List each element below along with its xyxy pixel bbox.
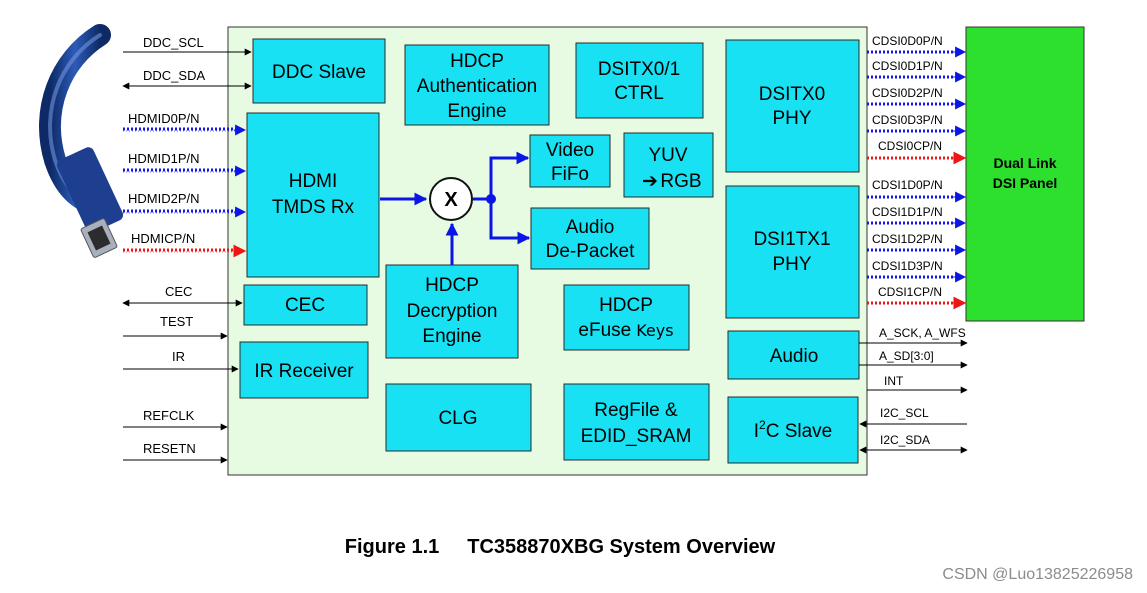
right-signals: A_SCK, A_WFS A_SD[3:0] INT I2C_SCL I2C_S… [859, 326, 968, 454]
cec-block: CEC [243, 284, 368, 326]
dsi0-lanes: CDSI0D0P/N CDSI0D1P/N CDSI0D2P/N CDSI0D3… [867, 34, 967, 165]
audio-depacket-line-2: De-Packet [546, 241, 635, 262]
regfile-block: RegFile & EDID_SRAM [563, 383, 710, 461]
hdmi-rx-line-2: TMDS Rx [272, 197, 355, 218]
hdcp-efuse-line-2: eFuse Keys [578, 320, 673, 341]
ddc-slave-block: DDC Slave [252, 38, 386, 104]
sig-cdsi1d0: CDSI1D0P/N [872, 178, 943, 192]
hdcp-decrypt-block: HDCP Decryption Engine [385, 264, 519, 359]
sig-cdsi1cp: CDSI1CP/N [878, 285, 942, 299]
sig-cdsi0d2: CDSI0D2P/N [872, 86, 943, 100]
left-signals: DDC_SCL DDC_SDA HDMID0P/N HDMID1P/N HDMI… [122, 35, 252, 464]
hdcp-auth-line-1: HDCP [450, 51, 504, 72]
sig-cdsi1d1: CDSI1D1P/N [872, 205, 943, 219]
hdcp-auth-block: HDCP Authentication Engine [404, 44, 550, 126]
sig-cdsi0d3: CDSI0D3P/N [872, 113, 943, 127]
sig-cdsi0d1: CDSI0D1P/N [872, 59, 943, 73]
block-diagram: Dual Link DSI Panel DDC Slave HDCP Authe… [39, 24, 1085, 476]
sig-cec: CEC [165, 284, 192, 299]
video-fifo-line-1: Video [546, 140, 594, 161]
efuse-label: eFuse [578, 320, 631, 341]
dsitx-ctrl-line-2: CTRL [614, 83, 664, 104]
dsitx0-phy-line-1: DSITX0 [759, 84, 826, 105]
ddc-slave-label: DDC Slave [272, 62, 366, 83]
panel-line-2: DSI Panel [993, 175, 1058, 191]
panel-line-1: Dual Link [993, 155, 1056, 171]
i2c-i: I [754, 421, 759, 442]
i2c-slave-label: I2C Slave [754, 418, 833, 442]
sig-resetn: RESETN [143, 441, 196, 456]
hdcp-decrypt-line-3: Engine [422, 326, 481, 347]
ir-receiver-label: IR Receiver [254, 361, 354, 382]
audio-depacket-block: Audio De-Packet [530, 207, 650, 270]
figure-title: TC358870XBG System Overview [467, 536, 776, 558]
audio-depacket-line-1: Audio [566, 217, 615, 238]
hdcp-auth-line-2: Authentication [417, 76, 537, 97]
hdmi-rx-line-1: HDMI [289, 171, 338, 192]
hdcp-efuse-block: HDCP eFuse Keys [563, 284, 690, 351]
sig-refclk: REFCLK [143, 408, 195, 423]
hdmi-clock-lane [123, 244, 247, 258]
sig-hdmid0: HDMID0P/N [128, 111, 200, 126]
hdmi-data-lane-0 [123, 124, 247, 136]
figure-number: Figure 1.1 [344, 536, 440, 558]
regfile-line-1: RegFile & [594, 400, 678, 421]
i2c-rest: C Slave [766, 421, 833, 442]
video-fifo-block: Video FiFo [529, 134, 611, 188]
sig-cdsi0cp: CDSI0CP/N [878, 139, 942, 153]
hdcp-auth-line-3: Engine [447, 101, 506, 122]
sig-hdmid1: HDMID1P/N [128, 151, 200, 166]
rgb-label: RGB [660, 171, 701, 192]
sig-test: TEST [160, 314, 193, 329]
sig-cdsi1d2: CDSI1D2P/N [872, 232, 943, 246]
sig-a-sd: A_SD[3:0] [879, 349, 934, 363]
ir-receiver-block: IR Receiver [239, 341, 369, 399]
sig-i2c-scl: I2C_SCL [880, 406, 929, 420]
sig-cdsi1d3: CDSI1D3P/N [872, 259, 943, 273]
dsi1tx1-phy-line-2: PHY [772, 254, 811, 275]
dsi1tx1-phy-block: DSI1TX1 PHY [725, 185, 860, 319]
arrow-right-icon: ➔ [642, 171, 658, 192]
keys-label: Keys [636, 321, 673, 340]
hdcp-decrypt-line-2: Decryption [407, 301, 498, 322]
i2c-sup: 2 [759, 418, 766, 432]
hdmi-cable-icon [39, 24, 124, 258]
hdmi-data-lane-2 [123, 206, 247, 218]
sig-hdmicp: HDMICP/N [131, 231, 195, 246]
mux-label: X [444, 189, 458, 211]
sig-int: INT [884, 374, 904, 388]
hdcp-efuse-line-1: HDCP [599, 295, 653, 316]
dsi1tx1-phy-line-1: DSI1TX1 [753, 229, 830, 250]
clg-label: CLG [438, 408, 477, 429]
yuv-rgb-block: YUV ➔ RGB [623, 132, 714, 198]
dsitx0-phy-block: DSITX0 PHY [725, 39, 860, 173]
mux-node: X [380, 151, 531, 265]
cec-label: CEC [285, 295, 325, 316]
sig-a-sck: A_SCK, A_WFS [879, 326, 966, 340]
dsitx-ctrl-block: DSITX0/1 CTRL [575, 42, 704, 119]
hdcp-decrypt-line-1: HDCP [425, 275, 479, 296]
dsitx-ctrl-line-1: DSITX0/1 [598, 59, 680, 80]
audio-block: Audio [727, 330, 860, 380]
i2c-slave-block: I2C Slave [727, 396, 859, 464]
regfile-line-2: EDID_SRAM [581, 426, 692, 447]
hdmi-data-lane-1 [123, 165, 247, 177]
watermark: CSDN @Luo13825226958 [942, 566, 1133, 583]
figure-caption: Figure 1.1 TC358870XBG System Overview [0, 536, 1120, 559]
dsi-panel: Dual Link DSI Panel [965, 26, 1085, 322]
sig-hdmid2: HDMID2P/N [128, 191, 200, 206]
yuv-label: YUV [648, 145, 687, 166]
sig-ddc-scl: DDC_SCL [143, 35, 204, 50]
dsitx0-phy-line-2: PHY [772, 108, 811, 129]
audio-label: Audio [770, 346, 819, 367]
sig-ddc-sda: DDC_SDA [143, 68, 205, 83]
clg-block: CLG [385, 383, 532, 452]
video-fifo-line-2: FiFo [551, 164, 589, 185]
sig-i2c-sda: I2C_SDA [880, 433, 930, 447]
dsi1-lanes: CDSI1D0P/N CDSI1D1P/N CDSI1D2P/N CDSI1D3… [867, 178, 967, 310]
sig-ir: IR [172, 349, 185, 364]
hdmi-rx-block: HDMI TMDS Rx [246, 112, 380, 278]
sig-cdsi0d0: CDSI0D0P/N [872, 34, 943, 48]
